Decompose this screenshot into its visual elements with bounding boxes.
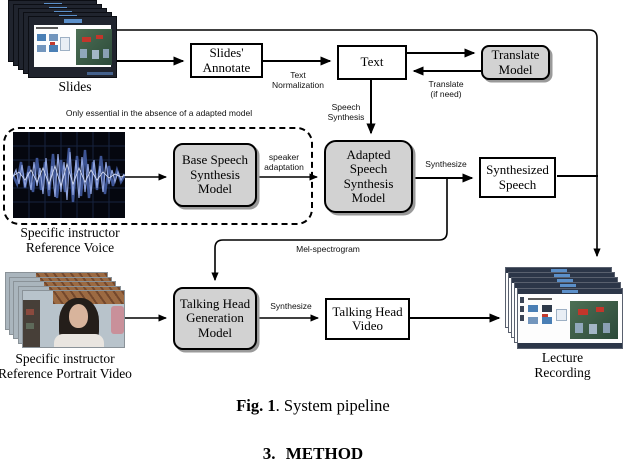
reference-portrait-label: Specific instructor Reference Portrait V… xyxy=(0,351,132,381)
figure-caption-text: . System pipeline xyxy=(275,396,390,415)
waveform-image xyxy=(13,132,125,218)
only-essential-note: Only essential in the absence of a adapt… xyxy=(65,108,253,118)
section-title: METHOD xyxy=(285,444,364,460)
slides-label: Slides xyxy=(58,79,92,94)
figure-caption: Fig. 1. System pipeline xyxy=(0,396,626,416)
figure-caption-label: Fig. 1 xyxy=(236,396,276,415)
reference-voice-label: Specific instructor Reference Voice xyxy=(20,225,120,255)
label-speaker-adaptation: speaker adaptation xyxy=(264,152,304,172)
slide-photo xyxy=(76,29,112,65)
node-talking-head-generation: Talking Head Generation Model xyxy=(173,287,257,350)
slide-thumbnail-front xyxy=(28,16,117,78)
waveform-graphic xyxy=(13,132,125,218)
section-number: 3. xyxy=(262,444,276,460)
slide-title-text xyxy=(36,27,58,29)
label-translate-if-need: Translate (if need) xyxy=(428,79,464,99)
lecture-frame-front xyxy=(517,288,623,349)
lecture-photo xyxy=(570,301,618,339)
node-adapted-speech-model: Adapted Speech Synthesis Model xyxy=(324,140,413,213)
node-text: Text xyxy=(337,45,407,80)
section-heading: 3. METHOD xyxy=(0,444,626,460)
node-talking-head-video: Talking Head Video xyxy=(325,298,410,340)
label-speech-synthesis: Speech Synthesis xyxy=(327,102,365,122)
node-translate-model: Translate Model xyxy=(481,45,550,80)
background-pink xyxy=(111,306,124,334)
lecture-title-text xyxy=(528,298,552,300)
label-mel-spectrogram: Mel-spectrogram xyxy=(296,244,360,254)
lecture-recording-label: Lecture Recording xyxy=(534,350,591,380)
shirt xyxy=(54,334,104,347)
portrait-frame-front xyxy=(22,290,125,348)
label-text-normalization: Text Normalization xyxy=(272,70,324,90)
node-slides-annotate: Slides' Annotate xyxy=(190,43,263,78)
label-synthesize-video: Synthesize xyxy=(270,301,312,311)
node-synthesized-speech: Synthesized Speech xyxy=(479,157,556,198)
label-synthesize-speech: Synthesize xyxy=(425,159,467,169)
node-base-speech-model: Base Speech Synthesis Model xyxy=(173,143,257,207)
face xyxy=(69,304,88,328)
slide-content xyxy=(34,25,112,67)
